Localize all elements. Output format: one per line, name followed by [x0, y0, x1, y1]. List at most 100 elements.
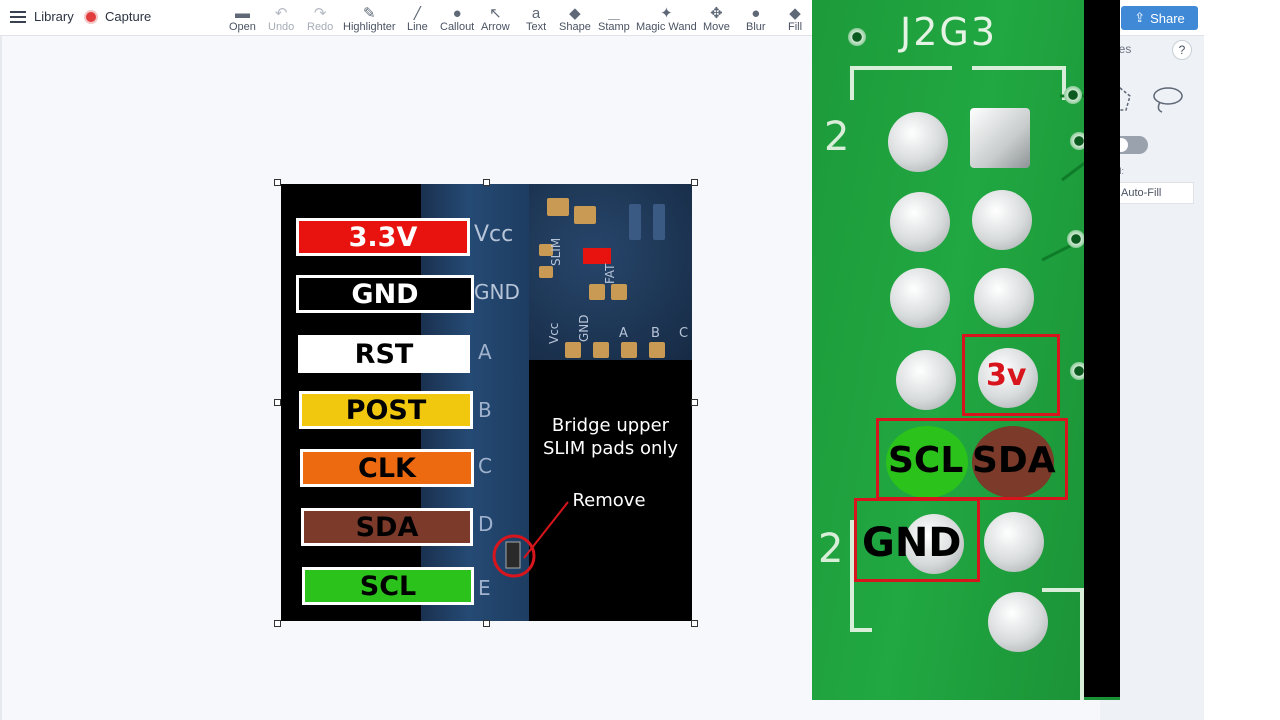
via	[1070, 132, 1088, 150]
via	[1070, 362, 1088, 380]
remove-label: Remove	[572, 490, 646, 511]
tool-open[interactable]: ▬ Open	[229, 0, 256, 36]
silk-a-small: A	[619, 326, 628, 341]
tool-label: Fill	[788, 21, 803, 33]
silk-gnd: GND	[474, 280, 520, 304]
share-icon: ⇪	[1134, 10, 1146, 25]
highlighter-icon: ✎	[363, 6, 376, 20]
bridge-note-line1: Bridge upper	[551, 415, 670, 436]
pin-label-text: RST	[354, 338, 414, 370]
tool-label: Redo	[307, 21, 334, 33]
library-label: Library	[34, 9, 74, 24]
share-button[interactable]: ⇪ Share	[1121, 6, 1198, 30]
header-label: J2G3	[900, 10, 998, 54]
tool-label: Line	[407, 21, 428, 33]
silk-slim: SLIM	[549, 237, 563, 266]
resize-handle-bl[interactable]	[274, 620, 281, 627]
tool-highlighter[interactable]: ✎ Highlighter	[343, 0, 396, 36]
highlight-box-gnd	[854, 498, 980, 582]
tool-label: Magic Wand	[636, 21, 697, 33]
silk-letter-a: A	[478, 340, 492, 364]
header-pin	[984, 512, 1044, 572]
capture-label: Capture	[105, 9, 152, 24]
folder-icon: ▬	[234, 6, 250, 20]
label-sda: SDA	[972, 440, 1056, 481]
library-button[interactable]: Library	[10, 9, 74, 24]
tool-callout[interactable]: ● Callout	[440, 0, 474, 36]
header-pin	[896, 350, 956, 410]
silk-b-small: B	[651, 326, 660, 341]
silk-letter-b: B	[478, 398, 492, 422]
tool-blur[interactable]: ● Blur	[746, 0, 766, 36]
pin-label-text: SDA	[355, 511, 419, 543]
pcb-top-area	[529, 184, 692, 360]
label-gnd: GND	[862, 520, 962, 566]
pin-label-rst: RST	[298, 335, 470, 373]
tool-undo[interactable]: ↶ Undo	[268, 0, 294, 36]
pin-number-bottom: 2	[818, 526, 844, 572]
slim-red-pad	[583, 248, 611, 264]
move-icon: ✥	[710, 6, 723, 20]
silk-letter-c: C	[478, 454, 492, 478]
resize-handle-br[interactable]	[691, 620, 698, 627]
text-icon: a	[531, 6, 541, 20]
redo-icon: ↷	[313, 6, 327, 20]
resize-handle-mr[interactable]	[691, 399, 698, 406]
callout-icon: ●	[452, 6, 462, 20]
background-strip	[1204, 0, 1280, 720]
lasso-icon[interactable]	[1148, 84, 1184, 114]
tool-redo[interactable]: ↷ Redo	[307, 0, 333, 36]
pinout-image[interactable]: Vcc GND SLIM FAT Vcc GND A B C 3.3V GND …	[281, 184, 692, 621]
header-pin-gnd	[904, 514, 964, 574]
via	[1064, 86, 1082, 104]
menu-icon	[10, 10, 26, 23]
highlight-box-3v	[962, 334, 1060, 416]
tool-label: Highlighter	[343, 21, 396, 33]
label-scl: SCL	[888, 440, 964, 481]
tool-fill[interactable]: ◆ Fill	[788, 0, 802, 36]
record-icon	[84, 9, 98, 24]
sda-marker	[972, 426, 1054, 498]
autofill-button[interactable]: Auto-Fill	[1112, 182, 1194, 204]
silk-c-small: C	[679, 326, 689, 341]
tool-magic-wand[interactable]: ✦ Magic Wand	[636, 0, 697, 36]
tool-arrow[interactable]: ↖ Arrow	[481, 0, 510, 36]
resize-handle-bm[interactable]	[483, 620, 490, 627]
silk-vcc-small: Vcc	[547, 322, 561, 344]
tool-label: Open	[229, 21, 256, 33]
tool-move[interactable]: ✥ Move	[703, 0, 730, 36]
silk-fat: FAT	[603, 263, 617, 284]
tool-stamp[interactable]: ▁ Stamp	[598, 0, 630, 36]
tool-label: Callout	[440, 21, 475, 33]
help-button[interactable]: ?	[1172, 40, 1192, 60]
resize-handle-tr[interactable]	[691, 179, 698, 186]
pin-number-top: 2	[824, 114, 850, 160]
remove-pointer	[492, 501, 569, 578]
undo-icon: ↶	[274, 6, 288, 20]
pin-label-sda: SDA	[301, 508, 473, 546]
resize-handle-ml[interactable]	[274, 399, 281, 406]
via	[1067, 230, 1085, 248]
scl-marker	[886, 426, 968, 498]
tool-label: Text	[526, 21, 547, 33]
header-pin-3v	[978, 348, 1038, 408]
capture-button[interactable]: Capture	[84, 9, 151, 24]
pin-label-text: CLK	[358, 452, 416, 484]
tool-shape[interactable]: ◆ Shape	[559, 0, 591, 36]
magic-wand-icon: ✦	[660, 6, 673, 20]
silk-letter-e: E	[478, 576, 491, 600]
fill-icon: ◆	[789, 6, 801, 20]
tool-line[interactable]: ╱ Line	[407, 0, 428, 36]
shape-icon: ◆	[569, 6, 581, 20]
resize-handle-tm[interactable]	[483, 179, 490, 186]
board-edge	[1084, 0, 1120, 697]
header-pin-square	[970, 108, 1030, 168]
tool-text[interactable]: a Text	[526, 0, 546, 36]
resize-handle-tl[interactable]	[274, 179, 281, 186]
board-photo[interactable]: J2G3 2 2 3v SCL SDA GND	[812, 0, 1120, 700]
label-3v: 3v	[986, 358, 1027, 393]
header-pin	[974, 268, 1034, 328]
tool-label: Shape	[559, 21, 591, 33]
arrow-icon: ↖	[489, 6, 502, 20]
pin-label-text: GND	[351, 278, 419, 310]
